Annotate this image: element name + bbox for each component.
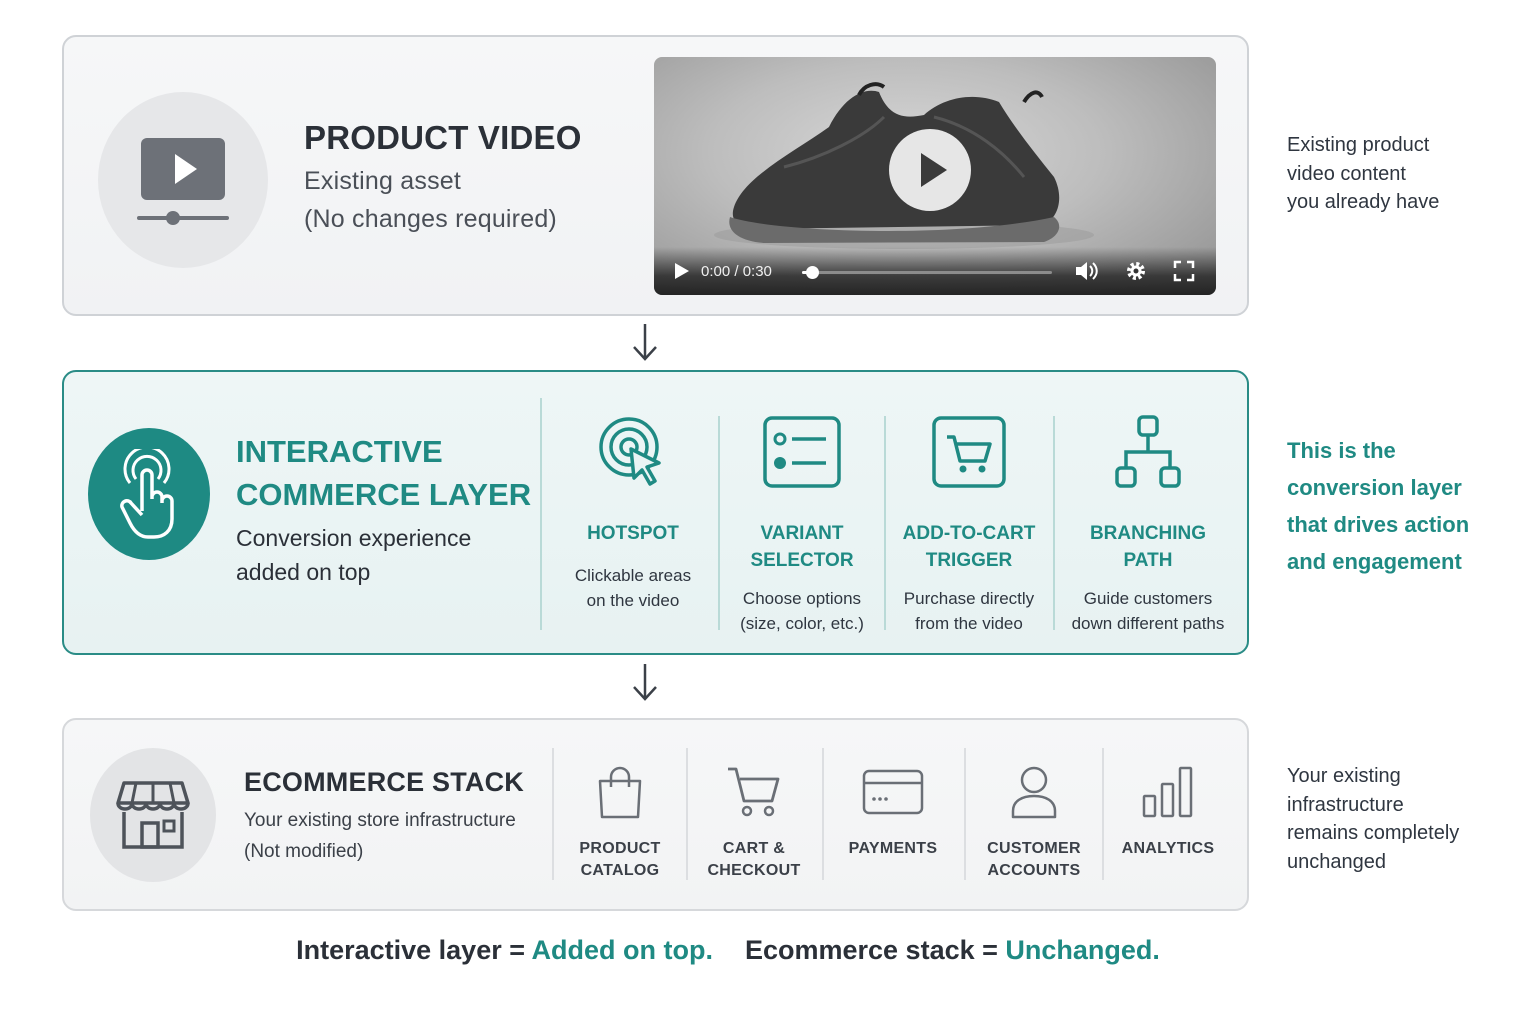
summary-footer: Interactive layer = Added on top. Ecommer… (0, 935, 1456, 966)
progress-thumb[interactable] (806, 266, 819, 279)
ecommerce-stack-subtitle: Your existing store infrastructure (244, 810, 516, 832)
branching-icon (1112, 414, 1184, 490)
divider (964, 748, 966, 880)
ecommerce-stack-subtitle-note: (Not modified) (244, 841, 363, 863)
volume-icon[interactable] (1074, 260, 1100, 282)
stack-item-payments: PAYMENTS (828, 764, 958, 860)
storefront-icon (90, 748, 216, 882)
layer-subtitle: Conversion experience (236, 525, 471, 552)
footer-layer-value: Added on top. (532, 935, 713, 965)
down-arrow-icon (630, 322, 660, 362)
bar-chart-icon (1142, 766, 1194, 818)
feature-branching-path: BRANCHING PATH Guide customers down diff… (1057, 412, 1239, 636)
interactive-layer-note: This is the conversion layer that drives… (1287, 432, 1469, 580)
down-arrow-icon (630, 662, 660, 702)
feature-add-to-cart: ADD-TO-CART TRIGGER Purchase directly fr… (888, 412, 1050, 636)
divider (1102, 748, 1104, 880)
stack-item-product-catalog: PRODUCT CATALOG (559, 764, 681, 882)
player-controls: 0:00 / 0:30 (654, 247, 1216, 295)
stack-item-analytics: ANALYTICS (1108, 764, 1228, 860)
divider (822, 748, 824, 880)
product-video-title: PRODUCT VIDEO (304, 119, 582, 157)
footer-layer-label: Interactive layer = (296, 935, 531, 965)
interactive-layer-panel: INTERACTIVE COMMERCE LAYER Conversion ex… (62, 370, 1249, 655)
play-icon[interactable] (671, 261, 691, 281)
divider (552, 748, 554, 880)
big-play-button[interactable] (889, 129, 971, 211)
product-video-panel: PRODUCT VIDEO Existing asset (No changes… (62, 35, 1249, 316)
variant-list-icon (762, 415, 842, 489)
video-asset-icon (98, 92, 268, 268)
feature-hotspot: HOTSPOT Clickable areas on the video (554, 412, 712, 613)
cart-icon (931, 415, 1007, 489)
progress-track[interactable] (802, 271, 1052, 274)
divider (718, 416, 720, 630)
product-video-subtitle: Existing asset (304, 167, 461, 196)
video-player[interactable]: 0:00 / 0:30 (654, 57, 1216, 295)
stack-item-customer-accounts: CUSTOMER ACCOUNTS (970, 764, 1098, 882)
fullscreen-icon[interactable] (1173, 260, 1195, 282)
ecommerce-stack-panel: ECOMMERCE STACK Your existing store infr… (62, 718, 1249, 911)
stack-item-cart-checkout: CART & CHECKOUT (692, 764, 816, 882)
ecommerce-stack-title: ECOMMERCE STACK (244, 767, 524, 798)
layer-title-line2: COMMERCE LAYER (236, 477, 531, 513)
layer-title: INTERACTIVE (236, 434, 443, 470)
ecommerce-stack-note: Your existing infrastructure remains com… (1287, 762, 1459, 876)
divider (884, 416, 886, 630)
layer-subtitle-line2: added on top (236, 559, 370, 586)
divider (686, 748, 688, 880)
play-icon (889, 129, 971, 211)
hotspot-icon (597, 415, 669, 489)
shopping-bag-icon (596, 765, 644, 819)
divider (540, 398, 542, 630)
cart-icon (726, 765, 782, 819)
product-video-note: Existing product video content you alrea… (1287, 131, 1439, 217)
product-video-subtitle-note: (No changes required) (304, 205, 557, 234)
footer-stack-label: Ecommerce stack = (745, 935, 1005, 965)
credit-card-icon (862, 769, 924, 815)
footer-stack-value: Unchanged. (1005, 935, 1160, 965)
user-icon (1010, 765, 1058, 819)
feature-variant-selector: VARIANT SELECTOR Choose options (size, c… (722, 412, 882, 636)
time-display: 0:00 / 0:30 (701, 263, 772, 280)
touch-hand-icon (88, 428, 210, 560)
settings-gear-icon[interactable] (1124, 259, 1148, 283)
divider (1053, 416, 1055, 630)
